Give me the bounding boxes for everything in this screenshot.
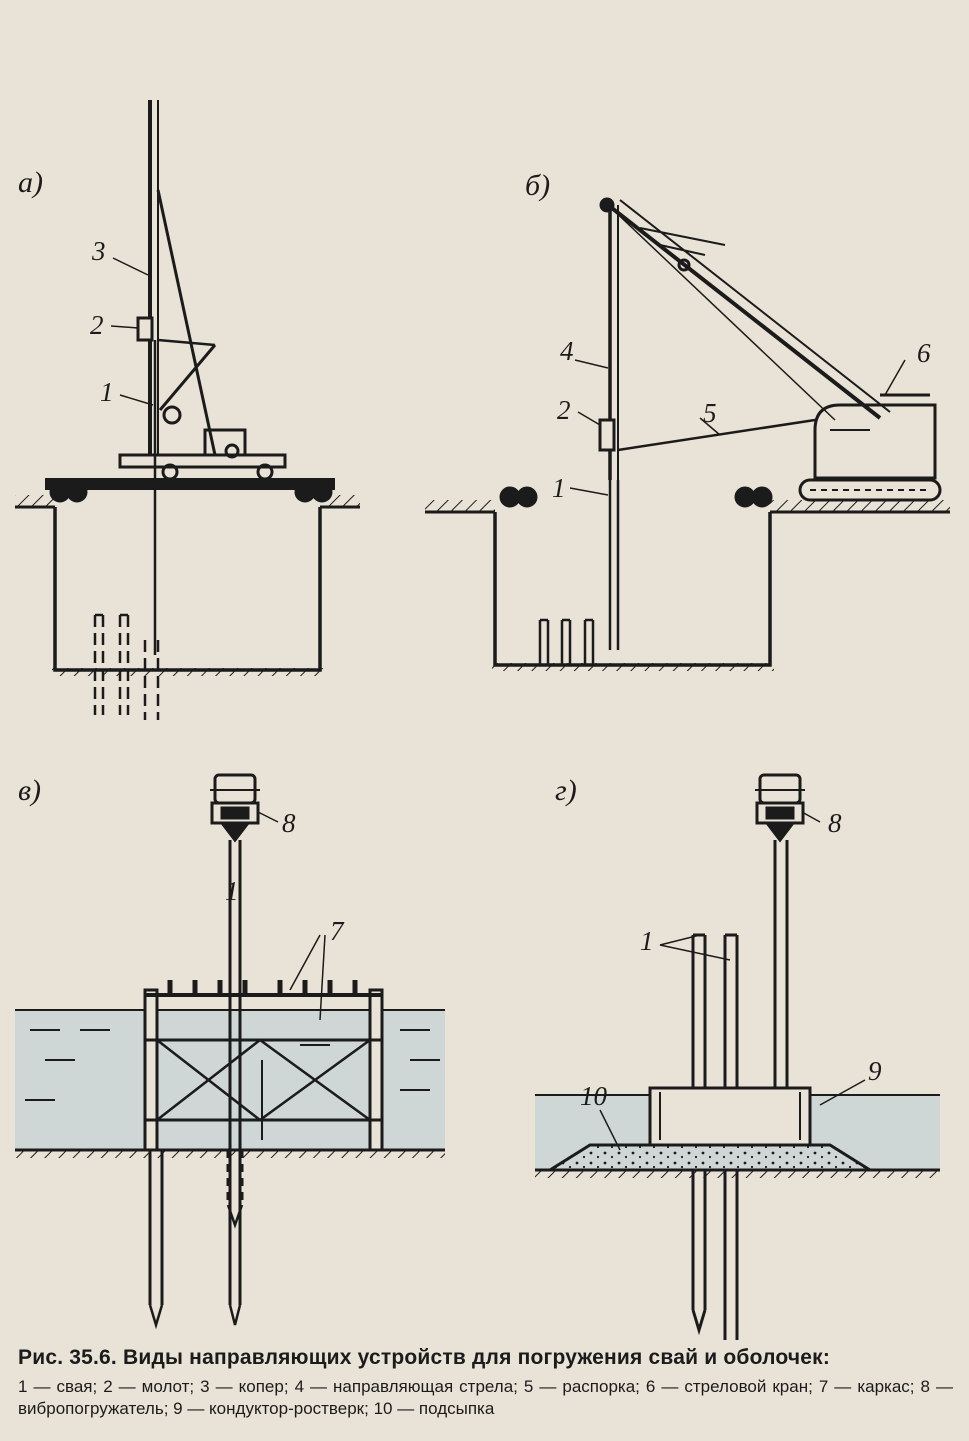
subfigure-c bbox=[15, 773, 445, 1330]
hammer bbox=[136, 316, 154, 342]
label-b-2: 2 bbox=[557, 395, 571, 425]
label-d-1: 1 bbox=[640, 926, 654, 956]
pit-outline-b bbox=[493, 512, 772, 667]
piles-b bbox=[538, 618, 595, 665]
frame-karkas bbox=[143, 980, 384, 1152]
vibrodriver-c bbox=[210, 773, 260, 843]
label-c-7: 7 bbox=[330, 916, 345, 946]
caption-title: Рис. 35.6. Виды направляющих устройств д… bbox=[18, 1346, 831, 1369]
caption-legend: 1 — свая; 2 — молот; 3 — копер; 4 — напр… bbox=[18, 1377, 953, 1418]
vibrodriver-d bbox=[755, 773, 805, 843]
backfill bbox=[544, 1143, 876, 1172]
subfigure-label-d: г) bbox=[555, 774, 577, 807]
subfigure-b bbox=[425, 197, 950, 671]
label-d-10: 10 bbox=[580, 1081, 608, 1111]
subfigure-label-b: б) bbox=[525, 169, 550, 202]
figure-drawing: а) 3 2 1 bbox=[15, 100, 950, 1340]
piles-a bbox=[93, 613, 160, 720]
subfigure-d bbox=[535, 773, 940, 1340]
figure-caption: Рис. 35.6. Виды направляющих устройств д… bbox=[18, 1346, 953, 1420]
subfigure-label-c: в) bbox=[18, 774, 41, 807]
pit-outline bbox=[53, 507, 322, 672]
ground-hatch-left bbox=[15, 495, 55, 507]
crane-boom bbox=[606, 203, 882, 420]
label-a-2: 2 bbox=[90, 310, 104, 340]
label-c-8: 8 bbox=[282, 808, 296, 838]
crawler-crane bbox=[798, 393, 942, 502]
label-c-1: 1 bbox=[225, 876, 239, 906]
subfigure-a bbox=[15, 100, 360, 720]
label-d-8: 8 bbox=[828, 808, 842, 838]
label-a-3: 3 bbox=[91, 236, 106, 266]
label-b-5: 5 bbox=[703, 398, 717, 428]
label-b-1: 1 bbox=[552, 473, 566, 503]
subfigure-label-a: а) bbox=[18, 166, 43, 199]
conductor-grillage bbox=[648, 1086, 812, 1147]
label-a-1: 1 bbox=[100, 377, 114, 407]
platform-beam bbox=[45, 478, 335, 490]
strut bbox=[617, 418, 816, 452]
label-b-6: 6 bbox=[917, 338, 931, 368]
label-d-9: 9 bbox=[868, 1056, 882, 1086]
label-b-4: 4 bbox=[560, 336, 574, 366]
